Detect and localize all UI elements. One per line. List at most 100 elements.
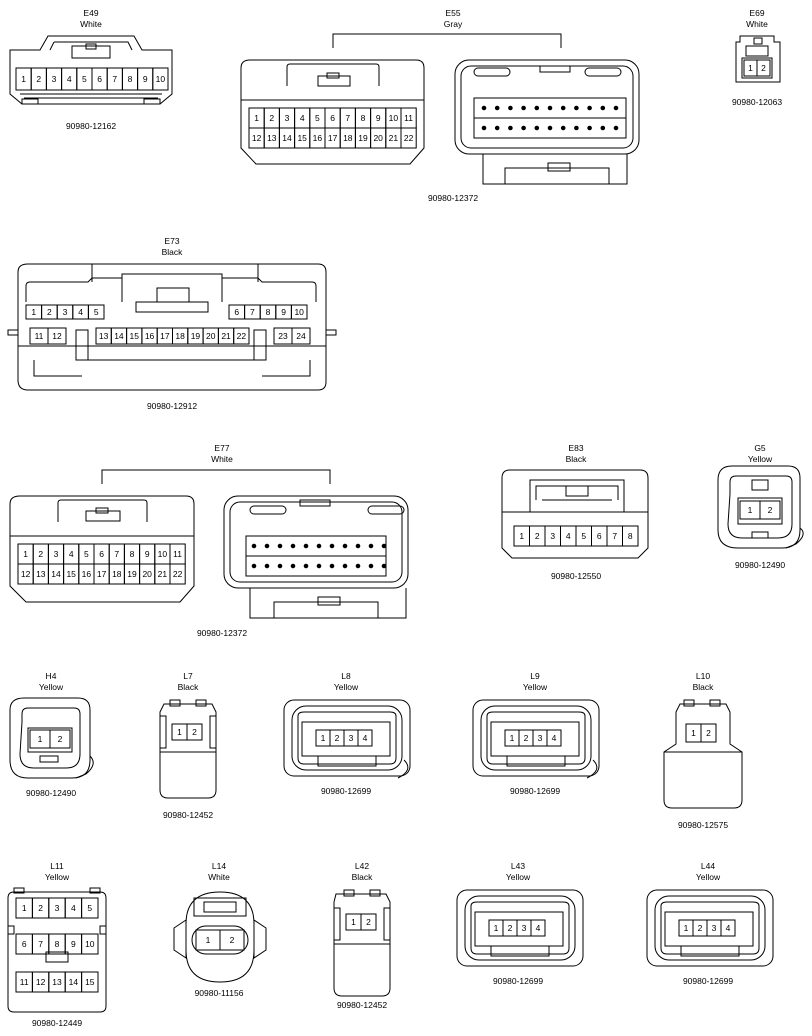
e83-pin-cell [622, 525, 639, 547]
e77-pin-cell [169, 563, 186, 585]
e73-pin-cell [291, 327, 311, 345]
e49-pin-number: 10 [156, 74, 166, 84]
e69-connector-outline [735, 35, 781, 83]
e83-pin-number: 8 [628, 531, 633, 541]
e77-terminal-dot [355, 543, 361, 549]
e77-terminal-dot [316, 543, 322, 549]
l10-pin-cell [700, 723, 717, 743]
l8-pin-number: 3 [349, 733, 354, 743]
e55-terminal-dot [508, 125, 513, 131]
l11-pin-cell [81, 933, 99, 955]
l11-pin-cell [81, 971, 99, 993]
l11-pin-cell [81, 897, 99, 919]
e55-pin-number: 19 [358, 133, 368, 143]
l43-pin-cell [530, 919, 546, 937]
l42-pin-number: 2 [366, 917, 371, 927]
e49-pin-number: 5 [82, 74, 87, 84]
e73-pin-number: 1 [31, 307, 36, 317]
e73-pin-number: 5 [94, 307, 99, 317]
l9-connector-outline [472, 699, 600, 779]
e49-pin-number: 9 [143, 74, 148, 84]
e55-terminal-dots [481, 105, 619, 131]
l8-pin-number: 1 [321, 733, 326, 743]
e77-pin-number: 9 [145, 549, 150, 559]
e73-pin-number: 17 [160, 331, 170, 341]
e83-part-number: 90980-12550 [550, 571, 602, 581]
e77-left-housing [9, 495, 195, 603]
l14-pin-number: 1 [206, 935, 211, 945]
e55-terminal-dot [613, 105, 619, 111]
l11-pin-number: 1 [22, 903, 27, 913]
e73-pin-number: 2 [47, 307, 52, 317]
e49-part-number: 90980-12162 [65, 121, 117, 131]
e77-terminal-dot [290, 563, 296, 569]
e83-pin-number: 5 [581, 531, 586, 541]
e77-bracket [101, 469, 331, 484]
e77-pin-number: 12 [21, 569, 31, 579]
e55-terminal-dot [613, 125, 619, 131]
e77-terminal-dot [264, 563, 270, 569]
e73-pin-cell [47, 327, 67, 345]
e77-pin-number: 19 [127, 569, 137, 579]
e77-pin-number: 2 [38, 549, 43, 559]
l43-connector-outline [456, 889, 584, 967]
l7-connector-outline [159, 699, 217, 799]
g5-connector-outline [717, 465, 804, 549]
e55-pin-number: 6 [330, 113, 335, 123]
e55-pin-number: 10 [389, 113, 399, 123]
e49-pin-number: 4 [67, 74, 72, 84]
e77-terminal-dot [381, 563, 387, 569]
e77-pin-number: 5 [84, 549, 89, 559]
e77-part-number: 90980-12372 [196, 628, 248, 638]
l43-pin-number: 3 [522, 923, 527, 933]
e83-connector-outline [501, 469, 649, 559]
e55-terminal-dot [574, 125, 579, 131]
e73-pin-cell [233, 327, 250, 345]
g5-pin-number: 2 [768, 505, 773, 515]
e55-terminal-dot [547, 125, 553, 131]
e55-left-housing [240, 59, 425, 165]
l10-connector-outline [663, 699, 743, 809]
e77-terminal-dot [316, 563, 322, 569]
l44-connector-outline [646, 889, 774, 967]
e55-pin-number: 9 [376, 113, 381, 123]
l9-pin-cell [546, 729, 562, 747]
e55-terminal-dot [494, 125, 500, 131]
l11-pin-number: 2 [38, 903, 43, 913]
e55-right-housing [454, 59, 640, 185]
e69-pin-cell [756, 59, 771, 77]
e73-pin-number: 12 [52, 331, 62, 341]
e55-pin-number: 7 [345, 113, 350, 123]
l44-part-number: 90980-12699 [682, 976, 734, 986]
l11-pin-number: 8 [55, 939, 60, 949]
e73-pin-number: 9 [281, 307, 286, 317]
l11-pin-number: 14 [69, 977, 79, 987]
e77-terminal-dot [368, 563, 374, 569]
e73-part-number: 90980-12912 [146, 401, 198, 411]
e77-right-housing [223, 495, 409, 619]
e77-pin-number: 21 [158, 569, 168, 579]
l44-pin-number: 2 [698, 923, 703, 933]
e55-pin-number: 2 [269, 113, 274, 123]
e73-pin-number: 20 [206, 331, 216, 341]
l7-pin-number: 2 [192, 727, 197, 737]
e73-pin-number: 14 [114, 331, 124, 341]
l9-pin-number: 4 [552, 733, 557, 743]
e77-terminal-dot [329, 543, 335, 549]
e73-pin-number: 3 [63, 307, 68, 317]
l14-pin-cell [219, 929, 245, 951]
e77-pin-number: 6 [99, 549, 104, 559]
e49-pin-cell [152, 67, 169, 91]
l8-part-number: 90980-12699 [320, 786, 372, 796]
e55-terminal-dot [560, 105, 566, 111]
g5-pin-number: 1 [748, 505, 753, 515]
e55-pin-number: 12 [252, 133, 262, 143]
e77-terminal-dot [251, 563, 257, 569]
